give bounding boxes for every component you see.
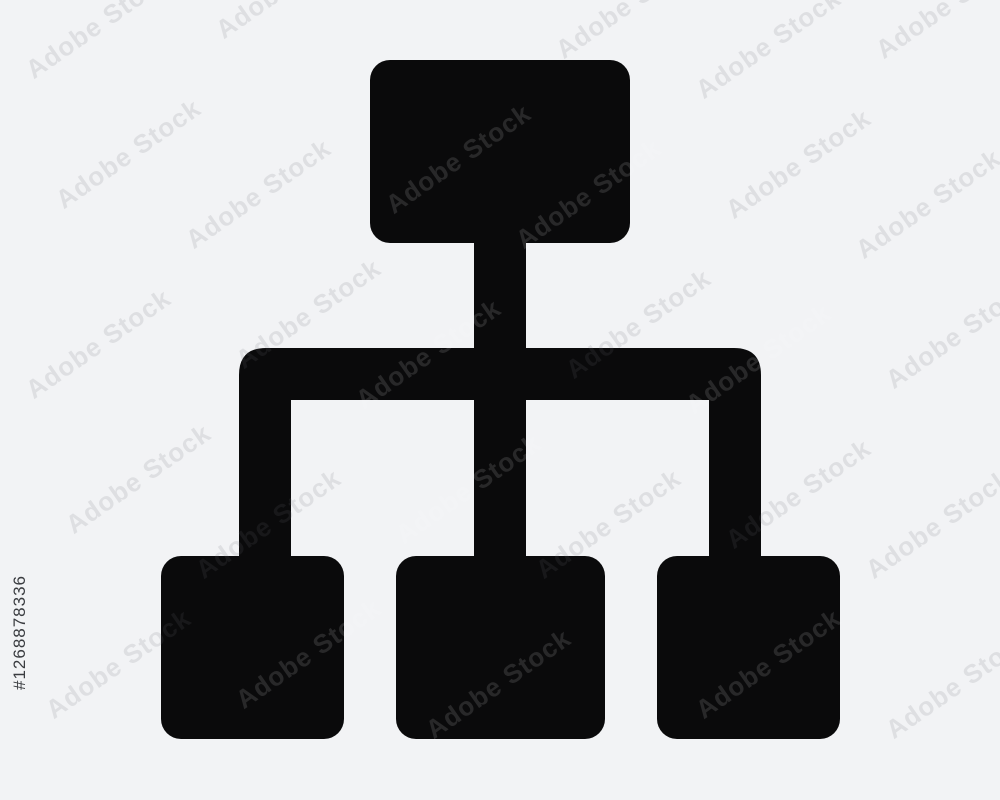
child-nodes [161, 556, 840, 739]
root-node-box [370, 60, 630, 243]
horizontal-connector-bar [239, 348, 761, 565]
root-node [370, 60, 630, 243]
connector-lines [239, 235, 761, 565]
child-node-center [396, 556, 605, 739]
stock-id-label: #1268878336 [10, 574, 29, 690]
child-node-right [657, 556, 840, 739]
child-node-left [161, 556, 344, 739]
